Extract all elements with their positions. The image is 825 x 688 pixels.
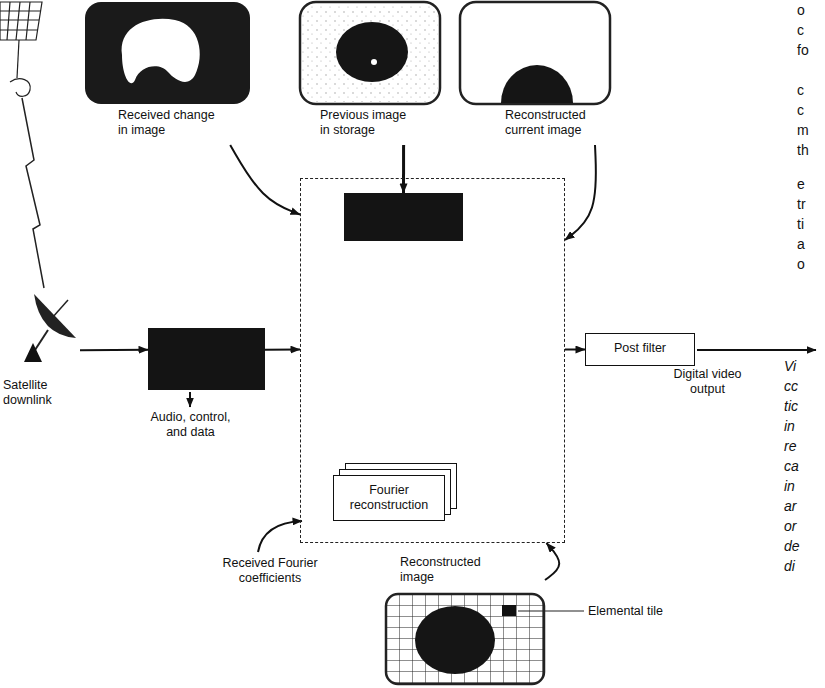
text-fragment: tr: [797, 196, 806, 213]
current-screen: [501, 65, 573, 103]
caption-fragment: tic: [784, 398, 798, 415]
text-fragment: c: [797, 82, 804, 99]
solar-panel: [0, 2, 41, 40]
caption-fragment: in: [784, 478, 795, 495]
storage-screen: [300, 2, 440, 104]
signal-connector: [265, 349, 300, 351]
screen-caption: Reconstructed current image: [505, 108, 605, 138]
input-label: Received Fourier coefficients: [205, 556, 335, 586]
caption-fragment: or: [784, 518, 796, 535]
caption-fragment: Vi: [784, 358, 796, 375]
tile-grid-screen: [386, 594, 544, 684]
tile-grid-screen: [502, 605, 516, 616]
screen-caption: Satellite downlink: [3, 378, 78, 408]
process-box: Post filter: [585, 333, 695, 366]
tv-screen: Previous image in storage: [300, 0, 440, 145]
receiver-box: [148, 328, 265, 390]
solar-panel: [10, 79, 30, 97]
satellite-dish: Satellite downlink: [0, 280, 80, 410]
tv-screen: Received change in image: [85, 0, 250, 145]
change-screen: [122, 19, 200, 83]
tile-grid-screen: [386, 594, 584, 684]
callout-label: Elemental tile: [588, 604, 663, 619]
tile-grid-screen: [386, 594, 544, 684]
text-fragment: ti: [797, 216, 804, 233]
text-fragment: e: [797, 176, 805, 193]
text-fragment: c: [797, 102, 804, 119]
storage-screen: [336, 22, 408, 82]
text-fragment: a: [797, 236, 805, 253]
grid-screen: Reconstructed image: [385, 553, 545, 688]
signal-connector: [402, 145, 405, 193]
text-fragment: c: [797, 22, 804, 39]
text-fragment: m: [797, 122, 809, 139]
signal-arrow: [697, 349, 816, 351]
signal-arrow: [258, 521, 302, 552]
solar-panel: [0, 2, 42, 40]
screen-caption: Reconstructed image: [400, 555, 500, 585]
tile-grid-screen: [518, 610, 584, 611]
signal-connector: [230, 145, 300, 215]
downlink-beam: [22, 98, 44, 288]
current-screen: [460, 2, 610, 104]
satellite-dish-symbol: [24, 343, 42, 362]
process-box: Fourier reconstruction: [333, 475, 445, 521]
solar-panel: [17, 40, 19, 78]
signal-connector: [545, 543, 559, 580]
tv-screen: Reconstructed current image: [460, 0, 610, 145]
connector-group: [80, 145, 596, 580]
tile-grid-screen: [415, 606, 495, 674]
caption-fragment: in: [784, 418, 795, 435]
screen-caption: Previous image in storage: [320, 108, 414, 138]
caption-fragment: re: [784, 438, 796, 455]
text-fragment: o: [797, 256, 805, 273]
text-fragment: o: [797, 2, 805, 19]
satellite-dish-symbol: [52, 300, 68, 318]
screen-caption: Received change in image: [118, 108, 222, 138]
signal-connector: [565, 349, 585, 351]
signal-arrow: [189, 392, 191, 407]
text-fragment: th: [797, 142, 809, 159]
caption-fragment: di: [784, 558, 795, 575]
solar-panel: [0, 2, 42, 96]
caption-fragment: de: [784, 538, 800, 555]
current-screen: [460, 2, 610, 104]
satellite-dish-symbol: [34, 294, 76, 338]
storage-screen: [302, 4, 438, 102]
caption-fragment: ar: [784, 498, 796, 515]
storage-screen: [300, 2, 440, 104]
processor-region: Fourier reconstruction: [300, 178, 565, 543]
satellite-dish-symbol: [35, 330, 48, 350]
box-label: Fourier reconstruction: [340, 483, 438, 513]
signal-connector: [565, 145, 596, 240]
change-screen: [85, 2, 250, 104]
change-screen: [85, 2, 250, 104]
output-label: Digital video output: [660, 367, 755, 397]
box-label: Post filter: [592, 341, 688, 356]
signal-connector: [80, 349, 148, 352]
signal-arrow: [190, 350, 816, 552]
output-label: Audio, control, and data: [143, 410, 238, 440]
memory-box: [344, 193, 463, 241]
downlink-beam: [22, 98, 44, 288]
text-fragment: fo: [797, 42, 809, 59]
caption-fragment: cc: [784, 378, 798, 395]
storage-screen: [371, 59, 377, 65]
caption-fragment: ca: [784, 458, 799, 475]
satellite-dish-symbol: [24, 294, 76, 362]
